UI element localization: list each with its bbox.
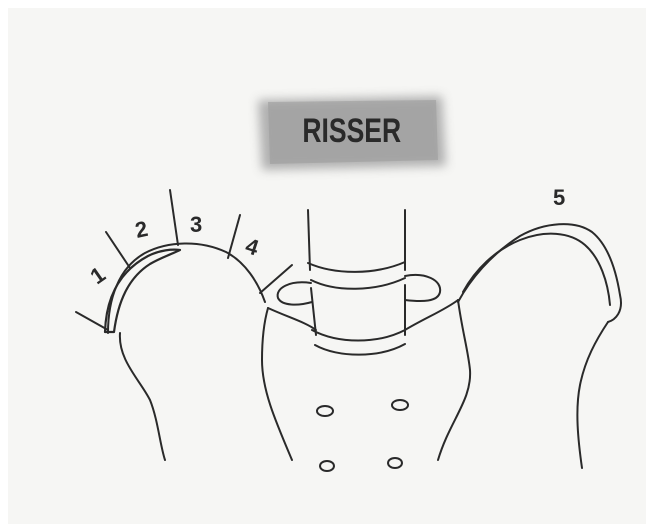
- stage-label-3: 3: [190, 212, 202, 237]
- title-text: RISSER: [302, 112, 401, 150]
- paper-background: [8, 8, 646, 524]
- title-banner: RISSER: [258, 96, 446, 170]
- stage-label-5: 5: [553, 185, 565, 210]
